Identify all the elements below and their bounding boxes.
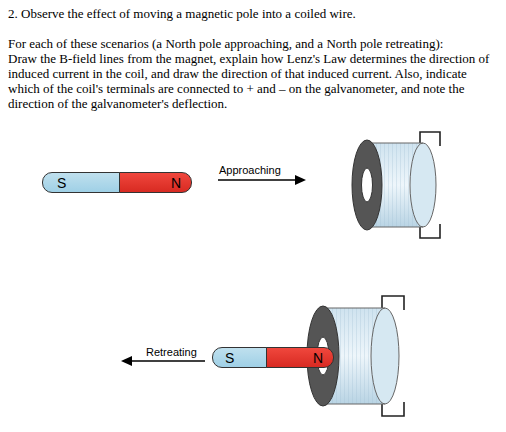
south-pole: S <box>42 172 120 193</box>
north-pole: N <box>266 347 334 368</box>
question-heading: 2. Observe the effect of moving a magnet… <box>8 6 500 21</box>
pole-letter: N <box>313 350 323 366</box>
coil <box>352 132 440 238</box>
motion-arrow <box>218 175 306 185</box>
north-pole: N <box>119 172 192 193</box>
instruction-text: Draw the B-field lines from the magnet, … <box>8 51 500 111</box>
south-pole: S <box>212 347 267 368</box>
instruction-text: For each of these scenarios (a North pol… <box>8 36 500 51</box>
motion-label: Approaching <box>219 164 281 177</box>
pole-letter: S <box>225 350 234 366</box>
pole-letter: N <box>171 175 181 191</box>
pole-letter: S <box>57 175 66 191</box>
coil <box>307 296 404 416</box>
motion-label: Retreating <box>146 346 197 359</box>
